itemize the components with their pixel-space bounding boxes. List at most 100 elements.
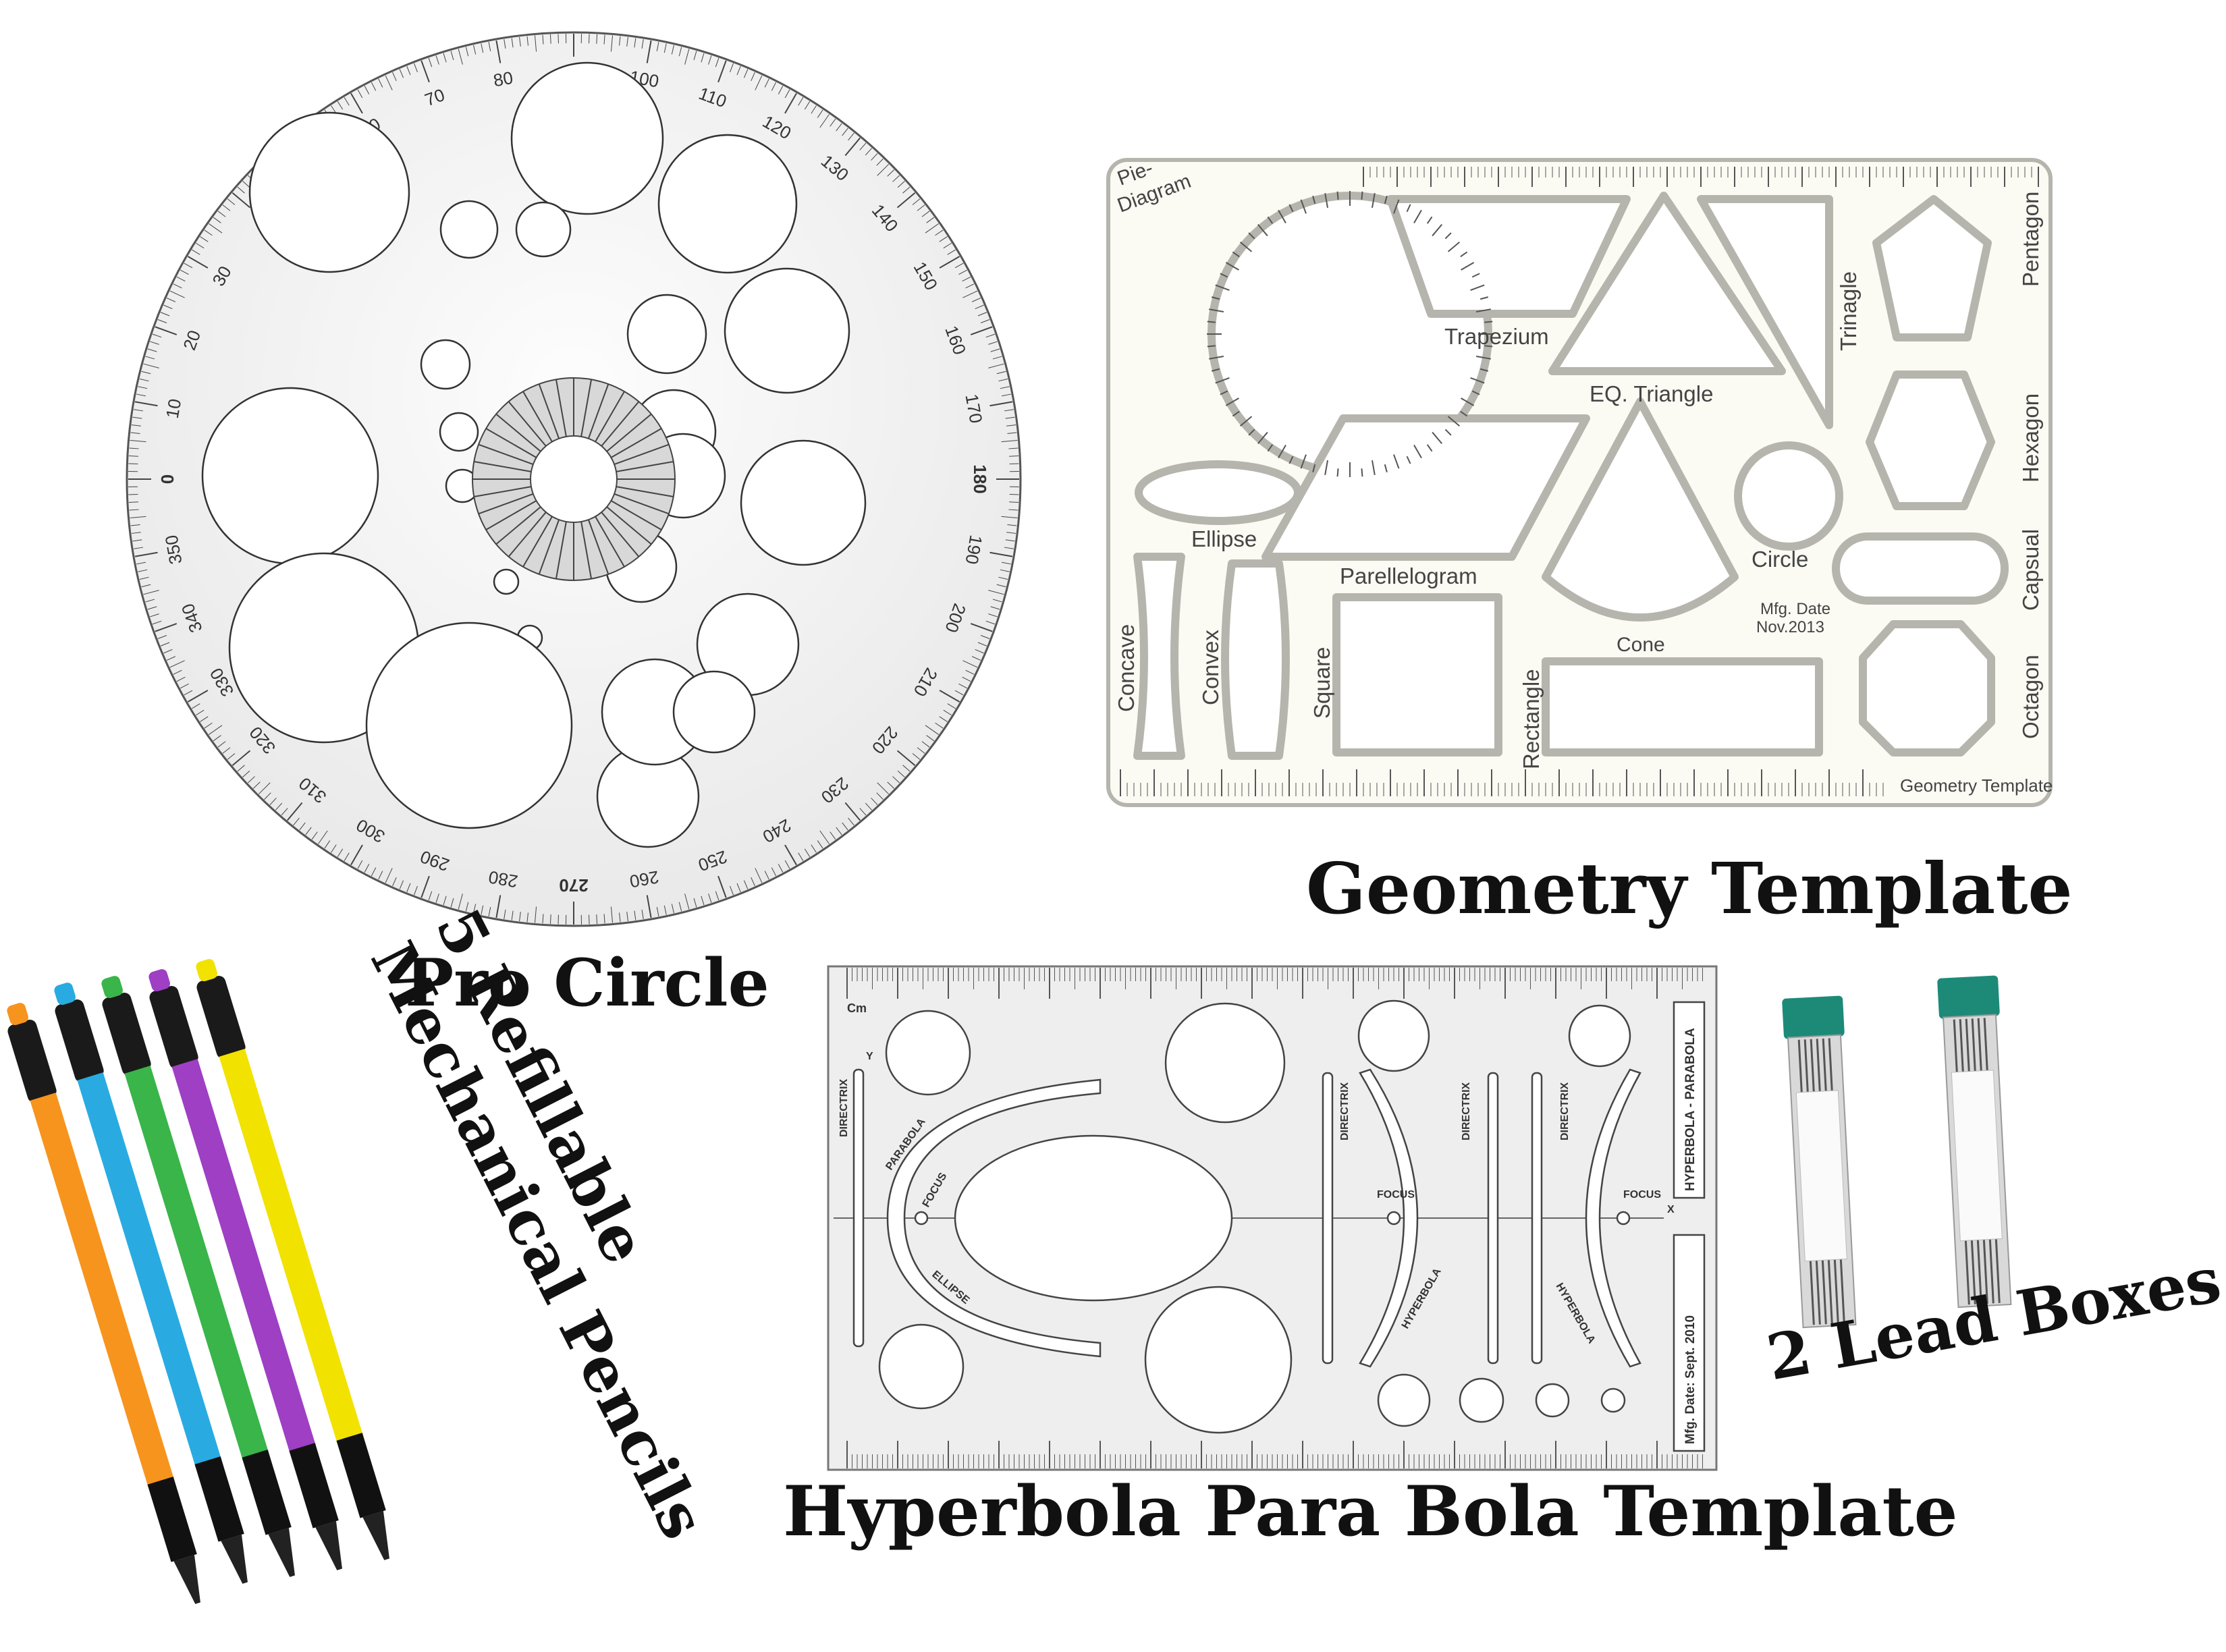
degree-tick [145,599,155,603]
degree-tick [962,276,971,282]
degree-tick [305,827,312,835]
pie-tick [1220,273,1228,278]
degree-tick [196,242,205,249]
pro-circle-hole [657,134,798,274]
pie-tick [1475,356,1491,360]
degree-tick [150,613,159,617]
pie-tick [1215,284,1230,291]
mfg-date-value: Nov.2013 [1756,618,1824,636]
pro-circle-hole [365,622,573,829]
degree-tick [877,782,890,795]
degree-tick [138,569,148,572]
degree-tick [132,416,142,419]
pie-tick [1312,195,1316,204]
degree-tick [526,36,528,46]
degree-tick [392,72,397,82]
pie-tick [1239,241,1253,252]
pro-circle-degree-ticks [128,34,1019,925]
degree-tick [526,912,528,923]
degree-tick [935,722,944,729]
degree-tick [357,860,363,869]
degree-tick [603,34,605,45]
degree-tick [385,868,393,883]
degree-tick [534,906,537,923]
focus-label-3: FOCUS [1623,1189,1661,1201]
degree-tick [865,148,872,156]
degree-tick [131,424,141,426]
degree-tick [917,204,925,211]
lead-box-cap [1937,975,2000,1019]
parellelogram-label: Parellelogram [1340,563,1477,588]
degree-tick [1002,561,1011,565]
pie-tick [1215,377,1230,384]
pie-tick [1239,416,1253,427]
pie-tick [1393,199,1400,214]
directrix-slot-1 [852,1068,865,1348]
degree-tick [671,904,674,914]
degree-tick [717,875,727,898]
pie-tick [1225,262,1239,271]
hyp-circle-2 [1164,1002,1286,1124]
hyp-circle-3 [1357,999,1430,1072]
degree-tick [935,229,944,236]
degree-tick [990,348,1000,352]
degree-tick [896,192,916,209]
degree-tick [399,69,404,78]
degree-tick [715,891,720,901]
degree-tick [897,770,905,777]
degree-tick [736,65,741,76]
degree-tick [155,326,178,335]
pie-tick [1384,464,1388,473]
degree-tick [1009,501,1019,503]
degree-tick [641,39,644,49]
directrix-slot-2 [1322,1072,1334,1365]
degree-tick [804,848,811,857]
pencil-barrel [30,1093,175,1488]
pencil-grip [147,1477,197,1562]
degree-tick [371,867,377,877]
degree-tick [286,802,303,821]
degree-tick [980,635,990,639]
capsule-shape [1832,532,2009,605]
degree-tick [977,642,987,646]
degree-tick [222,747,231,754]
degree-tick [917,747,925,754]
degree-tick [132,539,142,542]
pie-tick [1484,321,1493,323]
degree-tick [534,35,537,52]
degree-tick [511,910,514,920]
pie-tick [1480,296,1489,300]
degree-tick [350,92,363,114]
degree-tick [420,875,430,898]
degree-tick [865,802,872,810]
pencil-eraser-cap [7,1003,28,1026]
hyp-circle-8 [1459,1377,1504,1423]
directrix-slot-4 [1531,1072,1543,1365]
degree-tick [481,905,484,915]
geometry-top-ruler [1363,167,2039,187]
degree-label: 350 [161,534,186,566]
degree-tick [977,312,987,316]
directrix-label-4: DIRECTRIX [1559,1082,1571,1140]
degree-tick [371,82,377,91]
wheel-spoke [495,506,541,545]
degree-tick [784,844,797,866]
degree-tick [876,792,884,800]
degree-label: 170 [961,392,986,424]
pencil-eraser-cap [148,969,170,992]
degree-tick [646,895,652,918]
degree-tick [519,36,521,47]
degree-tick [962,290,978,298]
degree-tick [1000,569,1010,572]
degree-tick [671,45,674,55]
degree-tick [264,792,271,800]
hyp-circle-9 [1535,1383,1570,1418]
degree-tick [715,57,720,67]
pie-tick [1312,464,1316,473]
degree-tick [634,910,636,920]
degree-tick [992,356,1002,360]
degree-tick [859,808,867,816]
wheel-spoke [555,521,567,579]
degree-tick [798,852,804,861]
degree-tick [504,39,506,49]
